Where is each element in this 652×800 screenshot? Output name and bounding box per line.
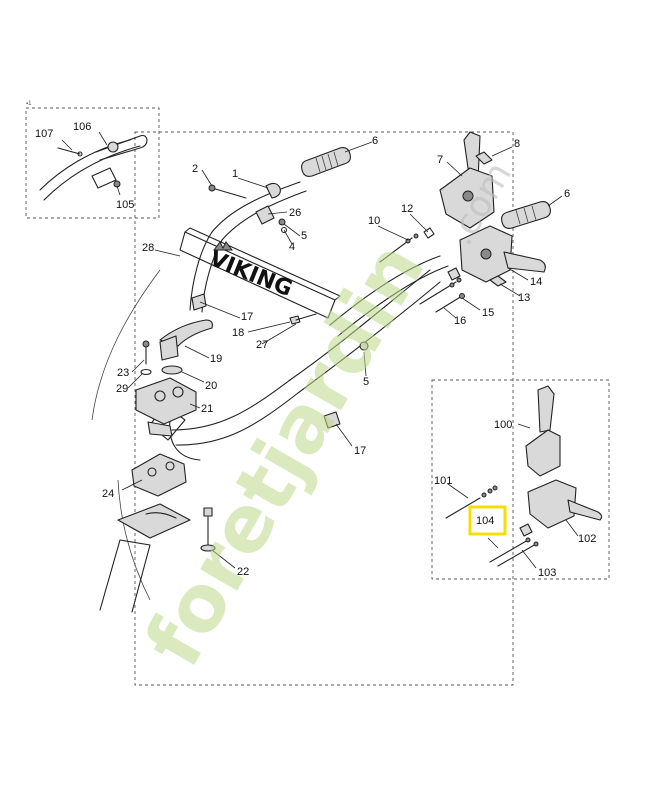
- inset-frame-top-left: [25, 107, 160, 219]
- watermark: foretjardin .com: [129, 155, 520, 681]
- part-label-7: 7: [437, 154, 443, 166]
- part-label-4: 4: [289, 241, 295, 253]
- part-numbers: 106 107 105 2 1 6 7 8 6 26 5 4 10 12 14 …: [35, 121, 596, 579]
- part-label-27: 27: [256, 339, 268, 351]
- part-label-101: 101: [434, 475, 452, 487]
- part-label-16: 16: [454, 315, 466, 327]
- part-label-24: 24: [102, 488, 114, 500]
- part-label-2: 2: [192, 163, 198, 175]
- cables-upper: [379, 227, 465, 313]
- part-label-17a: 17: [241, 311, 253, 323]
- part-label-13: 13: [518, 292, 530, 304]
- part-label-6b: 6: [564, 188, 570, 200]
- part-label-20: 20: [205, 380, 217, 392]
- highlight-box-104: [468, 505, 507, 536]
- part-label-22: 22: [237, 566, 249, 578]
- lever-14-assembly: [459, 225, 546, 287]
- part-label-103: 103: [538, 567, 556, 579]
- part-label-6a: 6: [372, 135, 378, 147]
- inset-top-left-drawing: [39, 134, 148, 201]
- part-label-5b: 5: [363, 376, 369, 388]
- part-label-102: 102: [578, 533, 596, 545]
- inset-right-drawing: [445, 385, 603, 567]
- part-label-8: 8: [514, 138, 520, 150]
- inset-marker: ▪1: [26, 101, 32, 107]
- part-label-104: 104: [476, 515, 494, 527]
- part-label-106: 106: [73, 121, 91, 133]
- part-label-1: 1: [232, 168, 238, 180]
- part-label-14: 14: [530, 276, 542, 288]
- part-label-15: 15: [482, 307, 494, 319]
- part-label-105: 105: [116, 199, 134, 211]
- viking-brand-plate: VIKING: [206, 241, 296, 302]
- inset-frame-right: [431, 379, 610, 580]
- main-assembly-frame: [134, 131, 514, 686]
- part-label-23: 23: [117, 367, 129, 379]
- leader-lines: [61, 131, 579, 569]
- part-label-17b: 17: [354, 445, 366, 457]
- handlebar-frame: [91, 181, 449, 613]
- part-label-18: 18: [232, 327, 244, 339]
- left-small-parts: [208, 182, 369, 351]
- part-label-26: 26: [289, 207, 301, 219]
- part-label-10: 10: [368, 215, 380, 227]
- part-label-28: 28: [142, 242, 154, 254]
- grip-6-right: [501, 201, 551, 229]
- part-label-29: 29: [116, 383, 128, 395]
- brand-text: VIKING: [206, 246, 296, 302]
- lower-bracket-parts: [117, 453, 216, 552]
- part-label-5a: 5: [301, 230, 307, 242]
- clamp-parts: [135, 293, 341, 437]
- lever-7-assembly: [439, 131, 495, 229]
- part-label-21: 21: [201, 403, 213, 415]
- part-label-19: 19: [210, 353, 222, 365]
- part-label-107: 107: [35, 128, 53, 140]
- part-label-12: 12: [401, 203, 413, 215]
- part-label-100: 100: [494, 419, 512, 431]
- grip-6-top: [301, 147, 351, 177]
